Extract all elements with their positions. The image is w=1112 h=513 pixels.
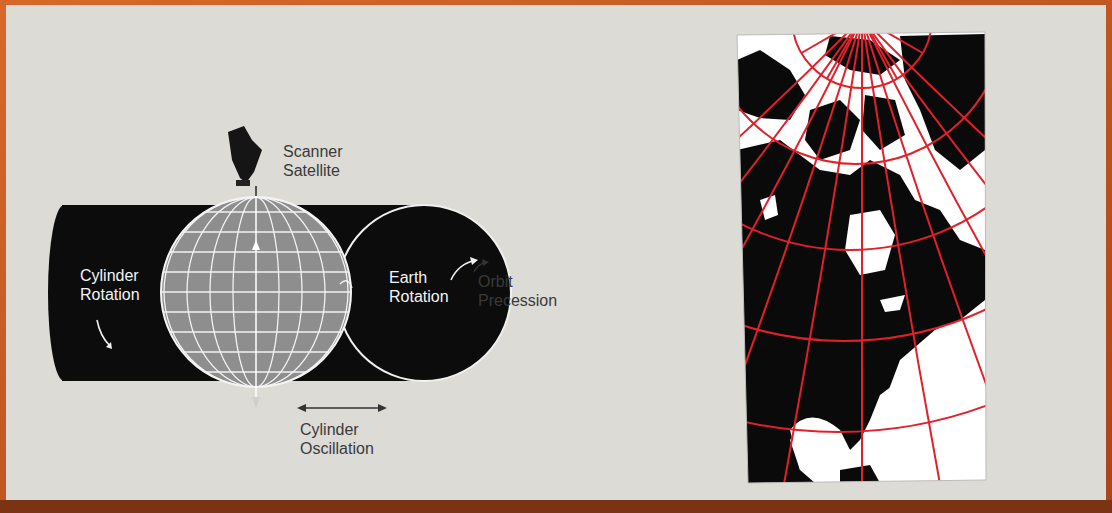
motion-label: Earth Rotation: [389, 268, 455, 306]
map: [307, 0, 1112, 513]
motion-label: Cylinder Oscillation: [300, 420, 396, 458]
bottom-strip: [0, 500, 1112, 513]
panel: [6, 5, 1106, 500]
graticule: [307, 0, 1112, 513]
motion-arrows: [97, 257, 489, 412]
satellite: [228, 126, 262, 196]
motion-label: Cylinder Rotation: [80, 266, 154, 304]
part-label: Scanner Satellite: [283, 142, 363, 180]
motion-label: Orbit Precession: [478, 272, 578, 310]
globe: [150, 190, 362, 408]
